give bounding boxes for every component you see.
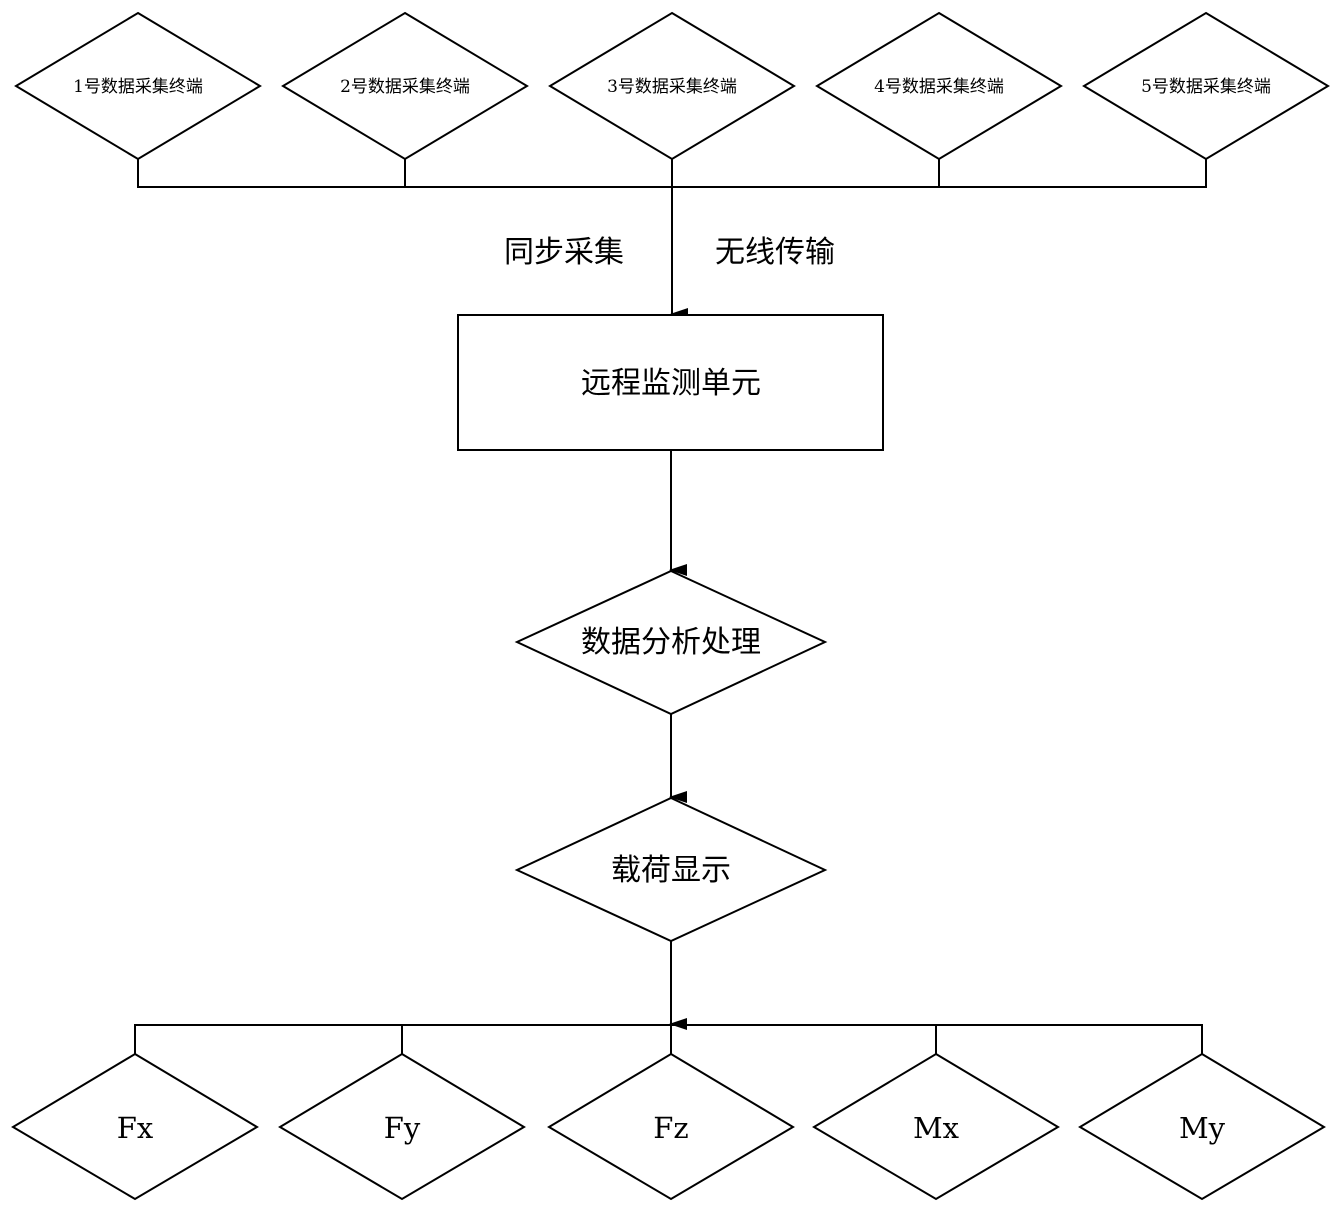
wireless-transmit-label: 无线传输	[715, 235, 835, 270]
terminal-node-2: 2号数据采集终端	[281, 11, 529, 161]
load-display-node: 载荷显示	[514, 796, 828, 943]
output-node-my: My	[1078, 1052, 1326, 1201]
terminal-label: 5号数据采集终端	[1141, 77, 1271, 97]
terminal-label: 4号数据采集终端	[874, 77, 1004, 97]
output-node-mx: Mx	[812, 1052, 1060, 1201]
terminal-node-1: 1号数据采集终端	[14, 11, 262, 161]
analysis-node: 数据分析处理	[514, 569, 828, 716]
output-node-fx: Fx	[11, 1052, 259, 1201]
output-label: Fy	[384, 1111, 421, 1145]
output-node-fz: Fz	[547, 1052, 795, 1201]
terminal-label: 1号数据采集终端	[73, 77, 203, 97]
analysis-label: 数据分析处理	[581, 625, 761, 660]
distribution-bus	[134, 1024, 1203, 1054]
monitor-unit-box: 远程监测单元	[457, 314, 884, 451]
terminal-node-4: 4号数据采集终端	[815, 11, 1063, 161]
sync-collect-label: 同步采集	[504, 235, 624, 270]
terminal-label: 2号数据采集终端	[340, 77, 470, 97]
output-label: Fz	[653, 1111, 688, 1145]
output-node-fy: Fy	[278, 1052, 526, 1201]
output-label: Fx	[117, 1111, 153, 1145]
output-label: My	[1179, 1111, 1226, 1145]
load-display-label: 载荷显示	[611, 853, 731, 888]
output-label: Mx	[913, 1111, 959, 1145]
terminal-label: 3号数据采集终端	[607, 77, 737, 97]
collector-bus	[137, 159, 1207, 188]
terminal-node-5: 5号数据采集终端	[1082, 11, 1330, 161]
terminal-node-3: 3号数据采集终端	[548, 11, 796, 161]
monitor-unit-label: 远程监测单元	[581, 366, 761, 401]
